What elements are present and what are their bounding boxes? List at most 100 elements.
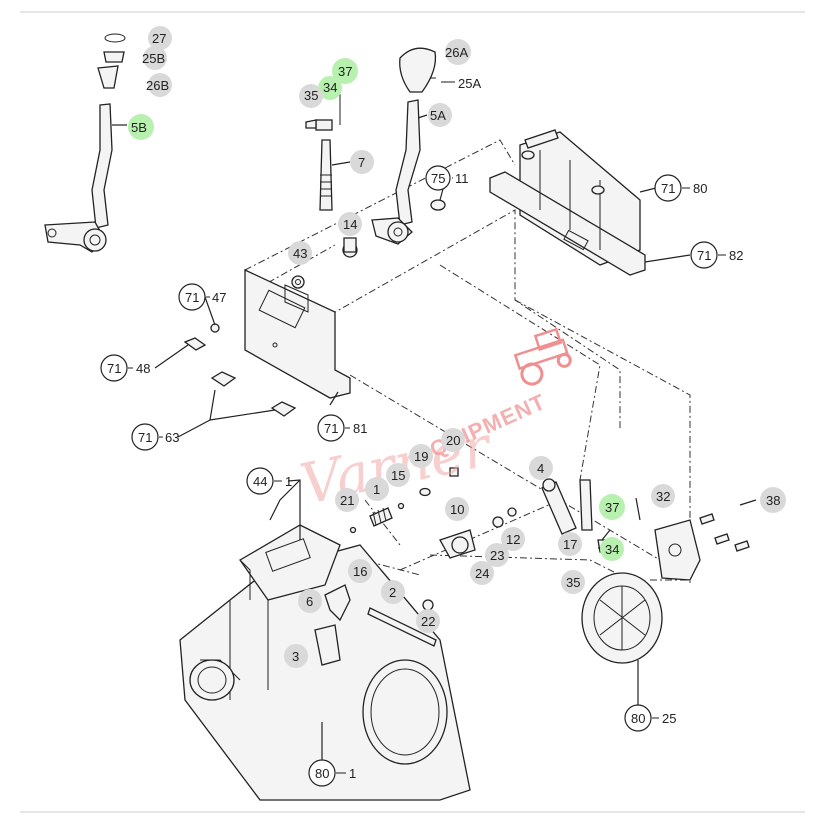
callout-5a <box>428 103 452 127</box>
linkage-parts <box>314 467 609 666</box>
callout-15 <box>386 463 410 487</box>
leader-lines <box>112 114 757 760</box>
callout-71-63 <box>131 423 159 451</box>
callout-dashes <box>128 81 726 774</box>
label-10: 10 <box>450 502 464 517</box>
callout-17 <box>558 532 582 556</box>
label-71-63-a: 71 <box>138 430 152 445</box>
callout-34-lower <box>600 537 624 561</box>
callout-27 <box>148 26 172 50</box>
callout-1 <box>365 477 389 501</box>
label-6: 6 <box>306 594 313 609</box>
callout-20 <box>441 428 465 452</box>
label-80-25-a: 80 <box>631 711 645 726</box>
label-80-25-b: 25 <box>662 711 676 726</box>
label-12: 12 <box>506 532 520 547</box>
callout-3 <box>284 644 308 668</box>
callout-6 <box>298 589 322 613</box>
callouts: 27 25B 26B 5B 37 34 35 7 14 26A 25A 5A 7… <box>100 26 786 787</box>
label-34-lower: 34 <box>605 542 619 557</box>
label-80-1-b: 1 <box>349 766 356 781</box>
callout-43 <box>288 241 312 265</box>
callout-26b <box>148 73 172 97</box>
bolts <box>183 323 297 417</box>
callout-10 <box>445 497 469 521</box>
callout-24 <box>470 561 494 585</box>
label-1: 1 <box>373 482 380 497</box>
callout-37-upper <box>332 58 358 84</box>
label-43: 43 <box>293 246 307 261</box>
label-37-lower: 37 <box>605 500 619 515</box>
label-71-47-a: 71 <box>185 290 199 305</box>
callout-23 <box>485 543 509 567</box>
callout-21 <box>335 488 359 512</box>
label-5a: 5A <box>430 108 446 123</box>
callout-38 <box>760 487 786 513</box>
label-71-48-b: 48 <box>136 361 150 376</box>
lever-5a-assembly <box>371 47 446 245</box>
label-21: 21 <box>340 493 354 508</box>
label-71-81-a: 71 <box>324 421 338 436</box>
callout-5b <box>128 114 154 140</box>
label-4: 4 <box>537 461 544 476</box>
label-25b: 25B <box>142 51 165 66</box>
label-14: 14 <box>343 217 357 232</box>
label-71-48-a: 71 <box>107 361 121 376</box>
label-17: 17 <box>563 537 577 552</box>
callout-16 <box>348 559 372 583</box>
callout-2 <box>381 580 405 604</box>
callout-22 <box>416 609 440 633</box>
callout-32 <box>651 484 675 508</box>
label-26b: 26B <box>146 78 169 93</box>
label-75: 75 <box>431 171 445 186</box>
label-26a: 26A <box>445 45 468 60</box>
label-44-a: 44 <box>253 474 267 489</box>
label-80-1-a: 80 <box>315 766 329 781</box>
label-71-80-b: 80 <box>693 181 707 196</box>
label-71-47-b: 47 <box>212 290 226 305</box>
callout-37-lower <box>599 494 625 520</box>
callout-71-82 <box>690 241 718 269</box>
label-2: 2 <box>389 585 396 600</box>
callout-71-47 <box>178 283 206 311</box>
transmission-housing <box>179 524 471 801</box>
upper-bracket <box>489 129 646 276</box>
label-44-b: 1 <box>285 474 292 489</box>
callout-34-upper <box>318 76 342 100</box>
label-11: 11 <box>455 171 469 186</box>
label-71-81-b: 81 <box>353 421 367 436</box>
lever-5b-assembly <box>44 33 126 253</box>
label-20: 20 <box>446 433 460 448</box>
label-19: 19 <box>414 449 428 464</box>
callout-14 <box>338 212 362 236</box>
mounting-plate <box>244 268 351 399</box>
callout-7 <box>350 150 374 174</box>
callout-71-48 <box>100 354 128 382</box>
callout-71-81 <box>317 414 345 442</box>
label-34-upper: 34 <box>323 80 337 95</box>
label-5b: 5B <box>131 120 147 135</box>
tractor-logo-icon <box>513 327 572 386</box>
label-71-82-b: 82 <box>729 248 743 263</box>
callout-25b <box>143 46 167 70</box>
label-23: 23 <box>490 548 504 563</box>
label-27: 27 <box>152 31 166 46</box>
callout-19 <box>409 444 433 468</box>
cover-plate <box>581 513 750 664</box>
callout-35-lower <box>561 570 585 594</box>
label-32: 32 <box>656 489 670 504</box>
pin-parts-upper <box>305 90 358 258</box>
label-16: 16 <box>353 564 367 579</box>
callout-71-80 <box>654 174 682 202</box>
label-37-upper: 37 <box>338 64 352 79</box>
callout-75 <box>425 165 451 191</box>
callout-44-1 <box>246 467 274 495</box>
label-38: 38 <box>766 493 780 508</box>
label-7: 7 <box>358 155 365 170</box>
callout-80-1 <box>308 759 336 787</box>
callout-12 <box>501 527 525 551</box>
label-71-80-a: 71 <box>661 181 675 196</box>
callout-80-25 <box>624 704 652 732</box>
label-22: 22 <box>421 614 435 629</box>
